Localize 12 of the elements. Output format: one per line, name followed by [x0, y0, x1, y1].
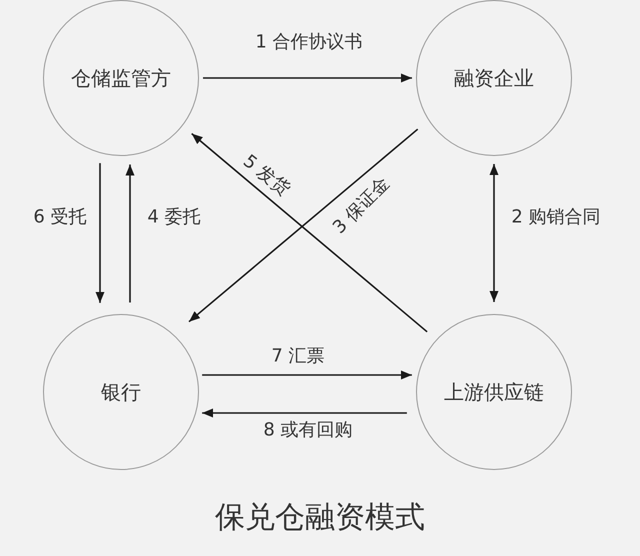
circle-node: 上游供应链 [416, 314, 572, 470]
arrow [126, 164, 134, 302]
diagram-title: 保兑仓融资模式 [215, 500, 425, 535]
arrow [202, 370, 412, 380]
circle-node: 融资企业 [416, 0, 572, 156]
arrow [203, 74, 412, 82]
arrow [202, 408, 407, 418]
double-arrow [490, 164, 498, 302]
circle-node: 仓储监管方 [43, 0, 199, 156]
edge-label: 4 委托 [145, 208, 203, 228]
circle-node: 银行 [43, 314, 199, 470]
arrow [96, 163, 104, 303]
